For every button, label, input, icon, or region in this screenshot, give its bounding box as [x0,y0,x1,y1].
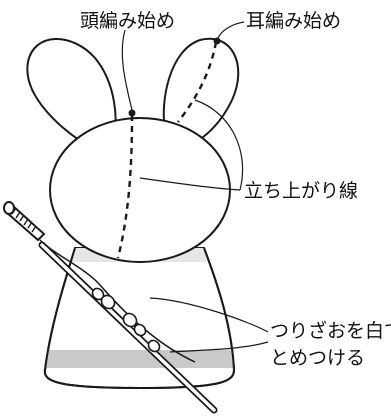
rod-bindings [91,287,161,353]
fishing-line [39,239,196,363]
fishing-rod-inner [40,243,216,412]
body-outline-overlay [43,247,236,390]
leader-head-start [121,29,133,111]
right-ear [162,37,240,152]
left-ear [26,38,117,151]
ear-rise-line-dashed [177,41,218,123]
leader-rise-head [139,177,241,191]
rabbit-head [49,117,231,263]
binding-knot-5 [147,339,161,353]
binding-knot-3 [122,312,138,328]
label-binding-line2: とめつける [270,347,366,369]
binding-knot-2 [100,294,116,310]
leader-binding-lower [169,341,269,353]
label-ear-start: 耳編み始め [246,10,342,32]
rod-handle-end [3,201,15,215]
leader-binding-upper [149,297,269,333]
label-binding-line1: つりざおを白で [270,320,391,342]
leader-ear-start [217,21,245,39]
label-rise-line: 立ち上がり線 [244,180,359,202]
body-bottom-stripe [45,350,234,368]
binding-knot-4 [133,323,147,337]
head-start-dot [128,109,136,117]
leader-rise-ear [194,99,244,191]
label-head-start: 頭編み始め [80,10,176,32]
rise-line-dashed [116,114,134,259]
ear-start-dot [213,37,221,45]
